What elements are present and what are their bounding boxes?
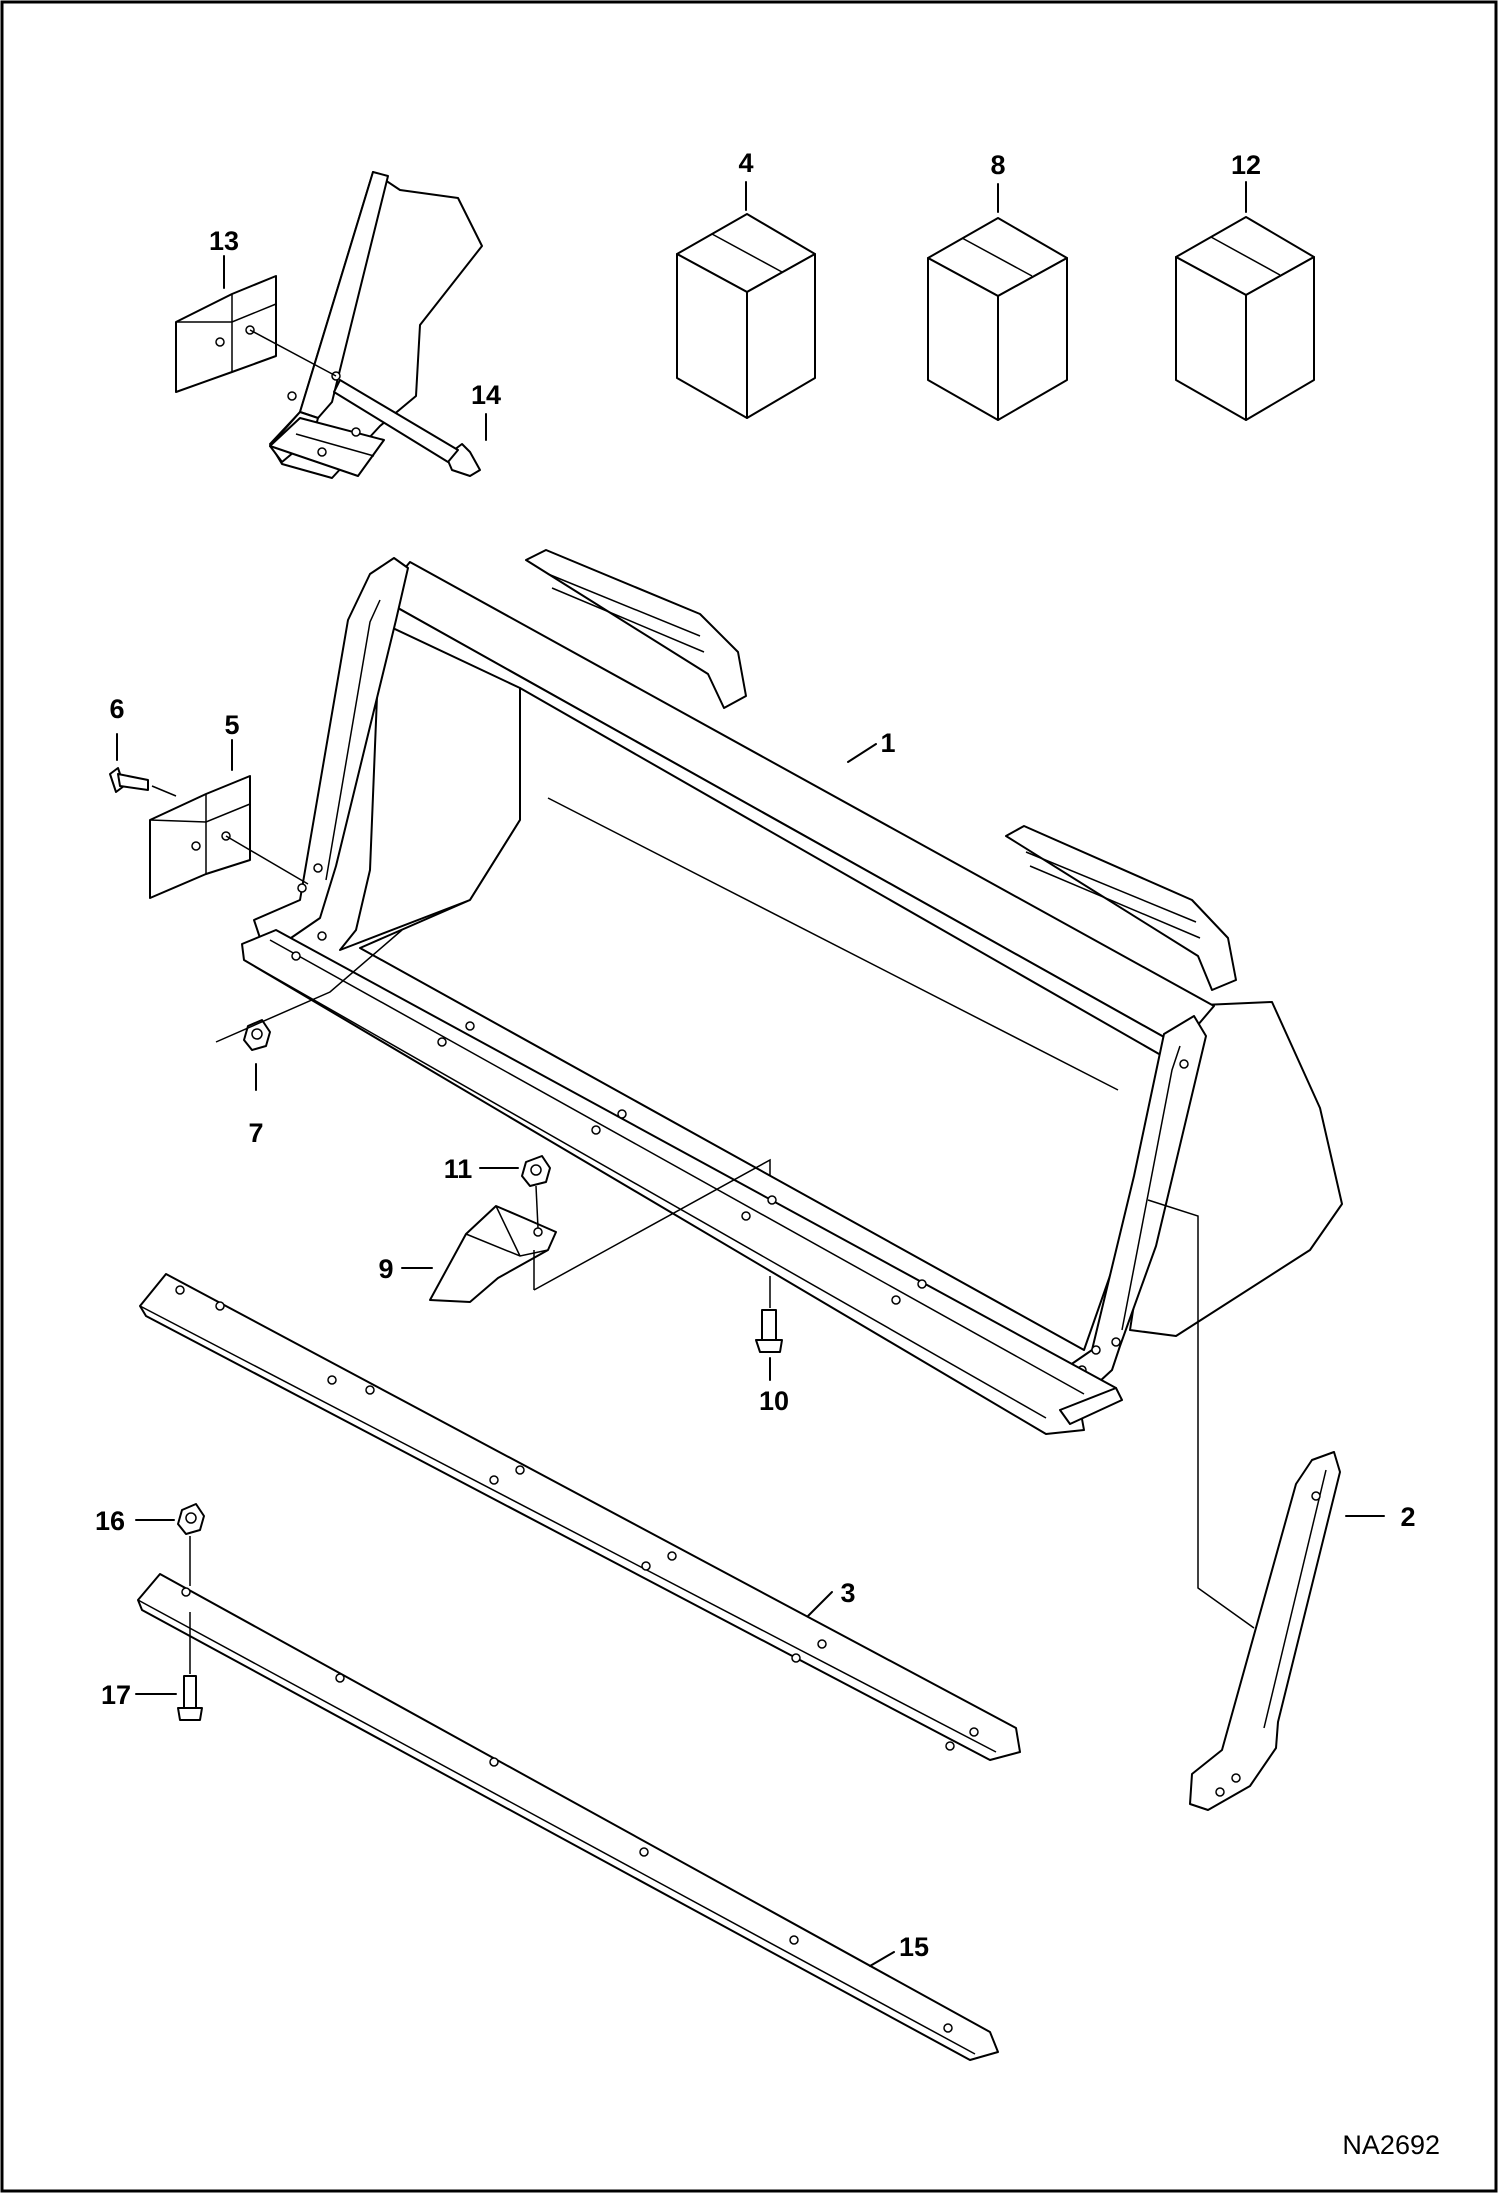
explode-line-2 [1147,1199,1255,1629]
callout-17: 17 [101,1680,131,1710]
callout-14: 14 [471,380,501,410]
callout-2: 2 [1400,1502,1415,1532]
bucket-assembly [241,549,1343,1435]
drawing-reference: NA2692 [1342,2130,1440,2160]
callout-8: 8 [990,150,1005,180]
kit-box-4 [676,213,816,419]
explode-line-9 [533,1158,771,1291]
side-cutter-5 [149,775,309,899]
kit-box-12 [1175,216,1315,421]
nut-16 [177,1503,205,1586]
bolt-6 [109,767,177,797]
callout-3: 3 [840,1578,855,1608]
bolt-on-tooth-9 [429,1205,557,1303]
callout-4: 4 [738,148,753,178]
side-cutter-detail [175,171,483,479]
explode-line-7 [215,929,403,1043]
cutting-edge-15 [137,1573,999,2061]
side-plate-2 [1189,1451,1341,1811]
callout-11: 11 [444,1154,473,1184]
leader-lines [116,181,1385,1967]
bolt-10 [755,1276,783,1353]
callout-13: 13 [209,226,239,256]
callout-1: 1 [880,728,895,758]
nut-7 [243,1019,271,1051]
callout-16: 16 [95,1506,125,1536]
bolt-17 [177,1612,203,1721]
nut-11 [521,1155,551,1229]
callout-12: 12 [1231,150,1261,180]
callout-9: 9 [378,1254,393,1284]
cutting-edge-3 [139,1273,1021,1761]
callout-5: 5 [224,710,239,740]
kit-box-8 [927,217,1068,421]
callout-7: 7 [248,1118,263,1148]
callout-6: 6 [109,694,124,724]
callout-10: 10 [759,1386,789,1416]
callout-15: 15 [899,1932,929,1962]
